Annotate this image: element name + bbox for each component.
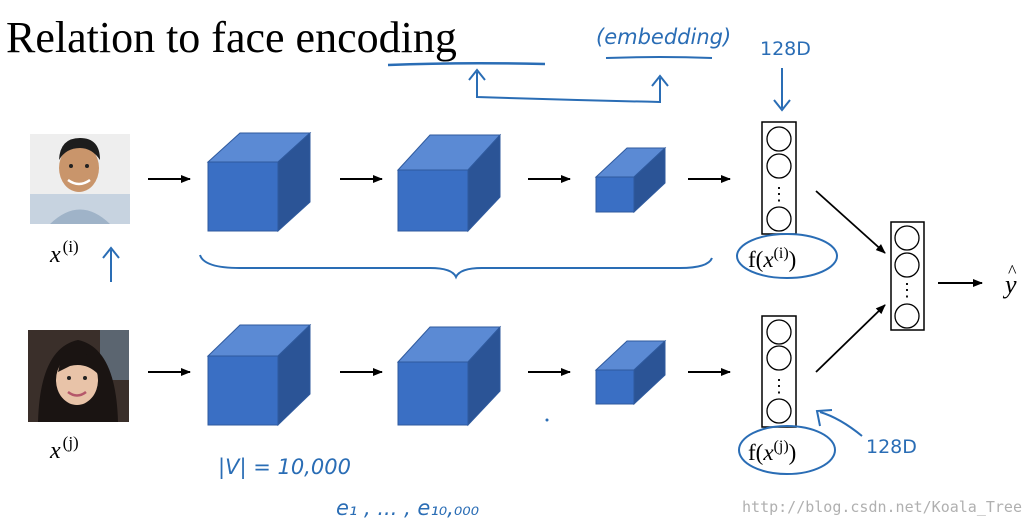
dimension-label-top: 128D	[760, 38, 811, 60]
conv-volume-bottom-1	[206, 323, 312, 427]
conv-volume-bottom-3	[594, 339, 667, 406]
arrow-merge-bottom	[815, 304, 886, 373]
vocabulary-size-note: |V| = 10,000	[218, 455, 351, 480]
vector-ellipsis-bottom: ⋮	[770, 376, 788, 396]
comparison-vector: ⋮	[890, 221, 925, 331]
face-photo-bottom-icon	[28, 330, 129, 422]
embedding-underline	[605, 56, 713, 59]
watermark: http://blog.csdn.net/Koala_Tree	[742, 498, 1022, 516]
encoding-vector-bottom: ⋮	[761, 315, 797, 428]
output-label: y	[1002, 270, 1017, 299]
conv-volume-top-3	[594, 146, 667, 214]
face-photo-top-icon	[30, 134, 130, 224]
title-underline	[387, 61, 546, 67]
encoding-circle-top	[736, 233, 838, 279]
vector-ellipsis-final: ⋮	[898, 280, 916, 300]
encoding-label-bottom: f(x(j))	[748, 438, 796, 465]
input-annotation-arrow	[102, 246, 120, 282]
embedding-link-bracket	[476, 72, 661, 104]
stray-dot	[545, 418, 549, 422]
vector-ellipsis-top: ⋮	[770, 184, 788, 204]
conv-volume-top-2	[396, 133, 502, 233]
embedding-list-note: e₁ , ... , e₁₀,₀₀₀	[336, 496, 480, 520]
embedding-annotation: (embedding)	[596, 25, 731, 49]
encoding-circle-bottom	[738, 425, 836, 475]
conv-volume-top-1	[206, 131, 312, 233]
arrow-merge-top	[815, 190, 886, 254]
dimension-arrow-bottom	[815, 409, 863, 437]
slide-title: Relation to face encoding	[6, 13, 457, 62]
encoding-vector-top: ⋮	[761, 121, 797, 235]
network-brace	[199, 254, 713, 280]
output-hat: ^	[1008, 261, 1017, 281]
dimension-label-bottom: 128D	[866, 436, 917, 458]
conv-volume-bottom-2	[396, 325, 502, 427]
input-label-top: x(i)	[49, 237, 79, 268]
dimension-arrow-top	[773, 68, 791, 112]
up-arrow-right	[651, 74, 669, 87]
input-label-bottom: x(j)	[49, 433, 79, 464]
encoding-label-top: f(x(i))	[748, 245, 796, 272]
up-arrow-left	[468, 68, 486, 81]
